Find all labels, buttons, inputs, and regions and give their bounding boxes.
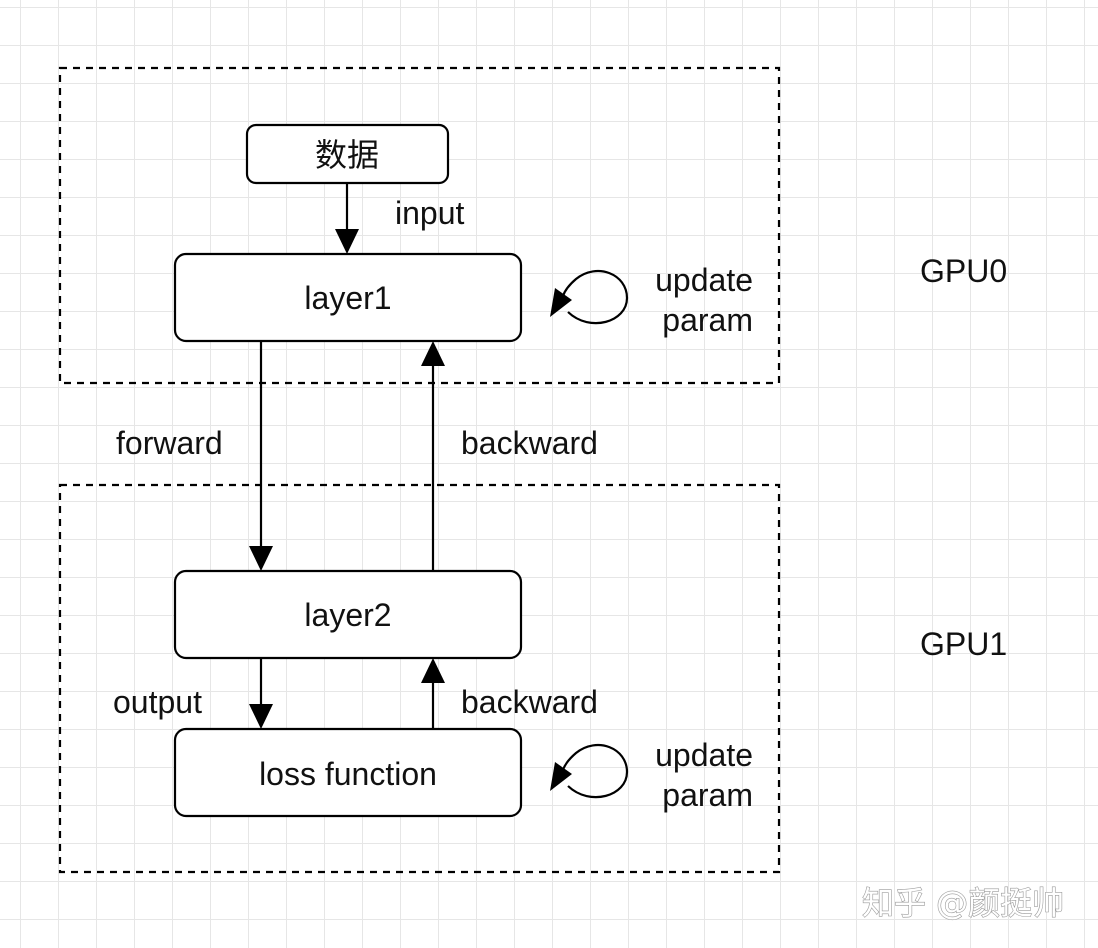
backward-edge-label: backward bbox=[461, 425, 598, 461]
update-label-gpu0: update bbox=[655, 262, 753, 298]
update-label-gpu1: update bbox=[655, 737, 753, 773]
forward-edge-label: forward bbox=[116, 425, 223, 461]
output-arrowhead bbox=[249, 704, 273, 729]
layer2-node: layer2 bbox=[173, 569, 523, 660]
layer2-node-label: layer2 bbox=[304, 597, 391, 633]
data-node-label: 数据 bbox=[315, 137, 379, 173]
input-edge-label: input bbox=[395, 195, 465, 231]
backward-loss-edge-label: backward bbox=[461, 684, 598, 720]
update-loop-icon bbox=[550, 743, 629, 799]
param-label-gpu0: param bbox=[662, 302, 753, 338]
gpu0-label: GPU0 bbox=[920, 253, 1007, 289]
data-node: 数据 bbox=[245, 123, 450, 185]
layer1-node-label: layer1 bbox=[304, 280, 391, 316]
backward-loss-arrowhead bbox=[421, 658, 445, 683]
gpu1-group bbox=[58, 483, 781, 874]
gpu0-group bbox=[58, 66, 781, 385]
backward-main-arrowhead bbox=[421, 341, 445, 366]
layer1-node: layer1 bbox=[173, 252, 523, 343]
input-arrowhead bbox=[335, 229, 359, 254]
param-label-gpu1: param bbox=[662, 777, 753, 813]
watermark-text: 知乎 @颜挺帅 bbox=[862, 884, 1064, 922]
output-edge-label: output bbox=[113, 684, 202, 720]
loss-function-node: loss function bbox=[173, 727, 523, 818]
update-loop-icon bbox=[550, 269, 629, 325]
gpu1-label: GPU1 bbox=[920, 626, 1007, 662]
forward-arrowhead bbox=[249, 546, 273, 571]
loss-function-node-label: loss function bbox=[259, 756, 437, 792]
